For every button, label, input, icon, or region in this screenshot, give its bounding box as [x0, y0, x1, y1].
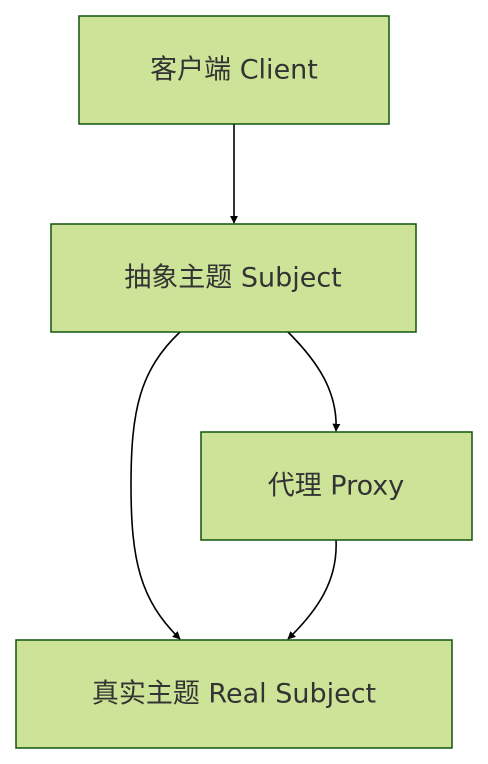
edge-subject-to-proxy [287, 331, 341, 432]
node-real-subject: 真实主题 Real Subject [15, 639, 453, 749]
node-real-subject-box [15, 639, 453, 749]
node-proxy-label: 代理 Proxy [268, 471, 405, 502]
node-client-box [78, 15, 390, 125]
node-real-subject-label: 真实主题 Real Subject [92, 679, 376, 710]
node-client-label: 客户端 Client [150, 55, 318, 86]
edge-subject-to-real-subject [130, 331, 181, 640]
node-subject: 抽象主题 Subject [50, 223, 417, 333]
edge-proxy-to-real-subject [287, 539, 337, 640]
node-client: 客户端 Client [78, 15, 390, 125]
node-subject-box [50, 223, 417, 333]
node-subject-label: 抽象主题 Subject [124, 263, 342, 294]
node-proxy-box [200, 431, 473, 541]
node-proxy: 代理 Proxy [200, 431, 473, 541]
